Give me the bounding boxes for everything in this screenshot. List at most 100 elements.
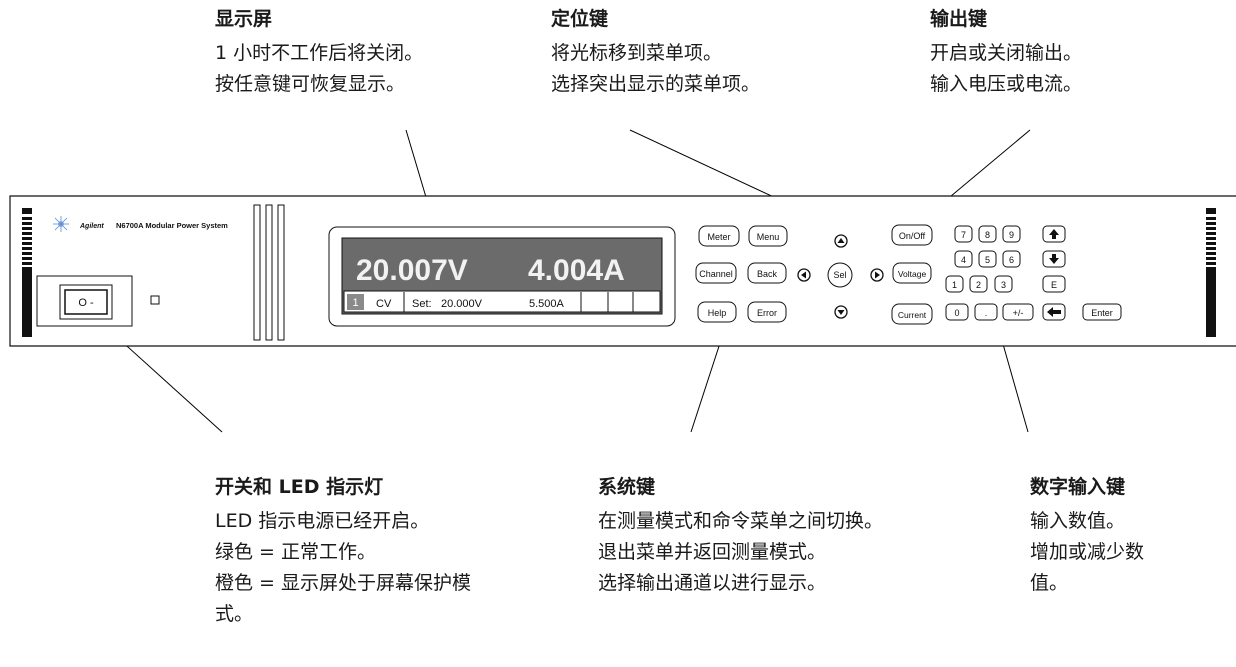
key-0-label: 0 [954, 308, 959, 318]
lcd-set-label: Set: [412, 298, 432, 310]
voltage-button[interactable]: Voltage [892, 262, 932, 284]
menu-label: Menu [757, 232, 780, 242]
caption-title: 开关和 LED 指示灯 [215, 476, 384, 498]
meter-button[interactable]: Meter [698, 225, 740, 247]
panel-slots [253, 204, 285, 341]
on-off-button[interactable]: On/Off [891, 224, 933, 246]
caption-title: 输出键 [930, 8, 988, 30]
key-dot-label: . [985, 308, 988, 318]
caption-line: 增加或减少数 [1030, 541, 1145, 563]
lcd-voltage: 20.007V [356, 254, 468, 287]
caption-nav: 定位键 将光标移到菜单项。 选择突出显示的菜单项。 [551, 6, 760, 100]
help-button[interactable]: Help [697, 301, 737, 323]
enter-key[interactable]: Enter [1082, 303, 1122, 321]
model-text: N6700A Modular Power System [116, 221, 228, 230]
caption-switch: 开关和 LED 指示灯 LED 指示电源已经开启。 绿色 = 正常工作。 橙色 … [215, 474, 471, 630]
caption-line: 选择突出显示的菜单项。 [551, 73, 761, 95]
key-5[interactable]: 5 [978, 250, 997, 268]
down-arrow-icon[interactable] [834, 305, 848, 319]
current-button[interactable]: Current [891, 303, 933, 325]
key-8-label: 8 [985, 230, 990, 240]
select-label: Sel [833, 270, 846, 280]
channel-label: Channel [699, 269, 733, 279]
key-7-label: 7 [961, 230, 966, 240]
lcd-channel: 1 [352, 297, 358, 309]
caption-numeric: 数字输入键 输入数值。 增加或减少数 值。 [1030, 474, 1144, 599]
key-8[interactable]: 8 [978, 225, 997, 243]
power-switch[interactable]: O - [64, 289, 108, 315]
key-e[interactable]: E [1042, 275, 1066, 293]
error-button[interactable]: Error [747, 301, 787, 323]
help-label: Help [708, 308, 727, 318]
backspace-key-icon[interactable] [1042, 303, 1066, 321]
caption-title: 定位键 [551, 8, 609, 30]
key-1-label: 1 [952, 280, 957, 290]
caption-line: 值。 [1030, 572, 1069, 594]
switch-label: O - [78, 297, 94, 309]
meter-label: Meter [707, 232, 730, 242]
caption-line: 输入数值。 [1030, 510, 1126, 532]
back-button[interactable]: Back [747, 262, 787, 284]
key-plus-minus[interactable]: +/- [1002, 303, 1034, 321]
key-dot[interactable]: . [974, 303, 998, 321]
up-key-icon[interactable] [1042, 225, 1066, 243]
caption-line: 绿色 = 正常工作。 [215, 541, 376, 563]
key-4[interactable]: 4 [954, 250, 973, 268]
left-vent-icon [22, 208, 32, 337]
current-label: Current [898, 310, 927, 320]
caption-display: 显示屏 1 小时不工作后将关闭。 按任意键可恢复显示。 [215, 6, 423, 100]
right-arrow-icon[interactable] [870, 268, 884, 282]
key-9[interactable]: 9 [1002, 225, 1021, 243]
lcd-set-voltage: 20.000V [441, 298, 483, 310]
caption-line: 输入电压或电流。 [930, 73, 1083, 95]
key-2-label: 2 [976, 280, 981, 290]
lcd-mode: CV [376, 298, 392, 310]
key-7[interactable]: 7 [954, 225, 973, 243]
caption-line: 式。 [215, 603, 254, 625]
up-arrow-icon[interactable] [834, 234, 848, 248]
caption-title: 系统键 [598, 476, 656, 498]
key-2[interactable]: 2 [969, 275, 988, 293]
caption-line: 按任意键可恢复显示。 [215, 73, 406, 95]
caption-title: 显示屏 [215, 8, 273, 30]
caption-line: 在测量模式和命令菜单之间切换。 [598, 510, 884, 532]
key-plus-minus-label: +/- [1013, 308, 1024, 318]
menu-button[interactable]: Menu [748, 225, 788, 247]
agilent-logo-icon [53, 216, 69, 232]
channel-button[interactable]: Channel [695, 262, 737, 284]
caption-line: 1 小时不工作后将关闭。 [215, 42, 424, 64]
left-arrow-icon[interactable] [797, 268, 811, 282]
back-label: Back [757, 269, 778, 279]
voltage-label: Voltage [898, 269, 927, 279]
caption-output: 输出键 开启或关闭输出。 输入电压或电流。 [930, 6, 1082, 100]
on-off-label: On/Off [899, 231, 926, 241]
brand-text: Agilent [79, 223, 104, 230]
down-key-icon[interactable] [1042, 250, 1066, 268]
key-0[interactable]: 0 [945, 303, 969, 321]
key-e-label: E [1051, 280, 1057, 290]
caption-title: 数字输入键 [1030, 476, 1126, 498]
lcd-display: 20.007V 4.004A 1 CV Set: 20.000V 5.500A [341, 237, 663, 315]
enter-label: Enter [1091, 308, 1113, 318]
caption-line: 开启或关闭输出。 [930, 42, 1083, 64]
key-4-label: 4 [961, 255, 966, 265]
right-vent-icon [1206, 208, 1216, 337]
key-6[interactable]: 6 [1002, 250, 1021, 268]
key-9-label: 9 [1009, 230, 1014, 240]
key-3-label: 3 [1001, 280, 1006, 290]
power-led [150, 295, 160, 305]
lcd-current: 4.004A [528, 254, 625, 287]
caption-line: 选择输出通道以进行显示。 [598, 572, 827, 594]
caption-line: LED 指示电源已经开启。 [215, 510, 430, 532]
select-button[interactable]: Sel [827, 262, 853, 288]
key-1[interactable]: 1 [945, 275, 964, 293]
key-3[interactable]: 3 [994, 275, 1013, 293]
caption-line: 将光标移到菜单项。 [551, 42, 723, 64]
error-label: Error [757, 308, 777, 318]
key-5-label: 5 [985, 255, 990, 265]
caption-system: 系统键 在测量模式和命令菜单之间切换。 退出菜单并返回测量模式。 选择输出通道以… [598, 474, 883, 599]
key-6-label: 6 [1009, 255, 1014, 265]
lcd-set-current: 5.500A [529, 298, 565, 310]
caption-line: 退出菜单并返回测量模式。 [598, 541, 827, 563]
